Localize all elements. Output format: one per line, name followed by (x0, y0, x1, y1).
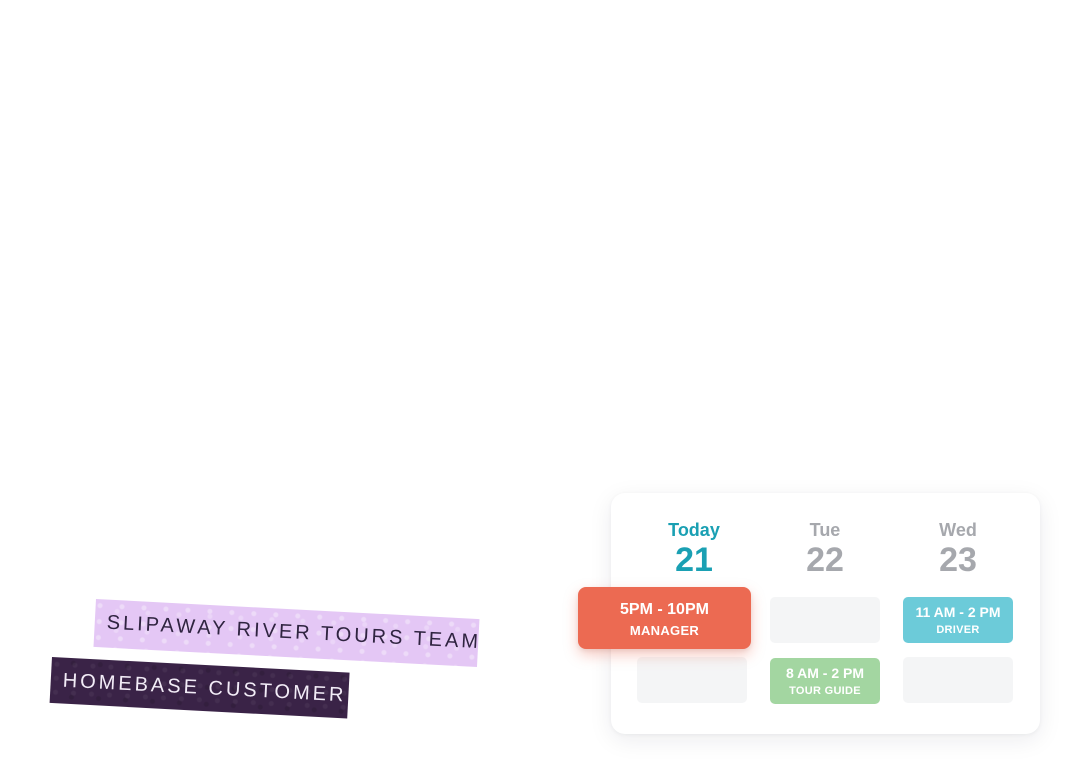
customer-badge-label: HOMEBASE CUSTOMER (49, 657, 350, 719)
shift-driver[interactable]: 11 AM - 2 PM DRIVER (903, 597, 1013, 643)
team-name-label: SLIPAWAY RIVER TOURS TEAM (93, 599, 482, 668)
shift-time: 5PM - 10PM (620, 601, 709, 618)
shift-role: MANAGER (629, 623, 700, 638)
shift-time: 8 AM - 2 PM (785, 665, 865, 681)
day-name: Wed (939, 520, 977, 540)
day-header-today[interactable]: Today 21 (639, 521, 749, 577)
empty-shift-slot-wed[interactable] (903, 657, 1013, 703)
day-number: 23 (939, 541, 977, 579)
shift-role: TOUR GUIDE (789, 685, 861, 697)
day-name: Today (668, 520, 720, 540)
day-header-wed[interactable]: Wed 23 (903, 521, 1013, 577)
shift-tour-guide[interactable]: 8 AM - 2 PM TOUR GUIDE (770, 658, 880, 704)
team-name-text: SLIPAWAY RIVER TOURS TEAM (106, 611, 482, 654)
customer-badge-text: HOMEBASE CUSTOMER (62, 669, 347, 707)
day-header-tue[interactable]: Tue 22 (770, 521, 880, 577)
empty-shift-slot-tue[interactable] (770, 597, 880, 643)
shift-role: DRIVER (936, 624, 980, 636)
empty-shift-slot-today[interactable] (637, 657, 747, 703)
day-number: 21 (675, 541, 713, 579)
day-name: Tue (809, 520, 841, 540)
shift-time: 11 AM - 2 PM (915, 604, 1001, 620)
shift-manager-dragging[interactable]: 5PM - 10PM MANAGER (578, 587, 751, 649)
day-number: 22 (806, 541, 844, 579)
